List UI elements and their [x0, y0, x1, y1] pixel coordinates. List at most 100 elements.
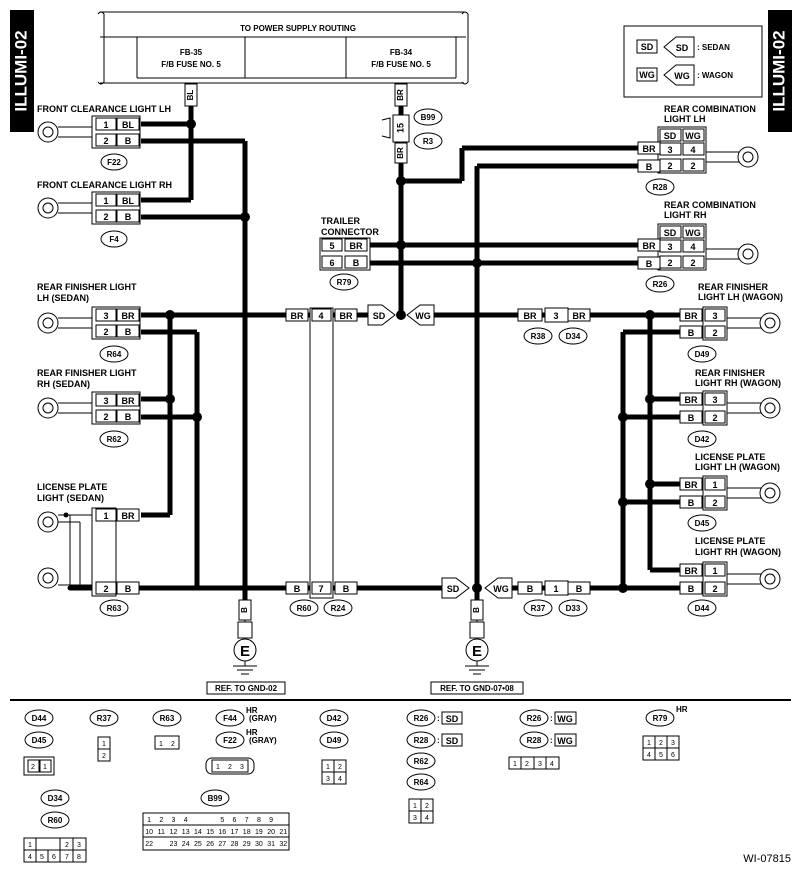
svg-text:B: B — [353, 258, 360, 268]
svg-text:2: 2 — [103, 136, 108, 146]
ground-gnd-07-08: E REF. TO GND-07•08 — [430, 621, 524, 695]
svg-text:2: 2 — [103, 327, 108, 337]
svg-text:B: B — [125, 584, 132, 594]
svg-text:WG: WG — [415, 311, 431, 321]
b99-pin-label: 2 — [159, 817, 163, 824]
svg-text:R28: R28 — [414, 736, 429, 745]
svg-text:D45: D45 — [32, 736, 47, 745]
svg-text:R28: R28 — [527, 736, 542, 745]
b99-pin-label: 1 — [147, 817, 151, 824]
b99-pin-label: 7 — [245, 817, 249, 824]
svg-text:LICENSE PLATE: LICENSE PLATE — [695, 536, 765, 546]
svg-text:WG: WG — [557, 714, 573, 724]
b99-pin-label: 32 — [279, 841, 287, 848]
svg-text:R37: R37 — [531, 604, 546, 613]
svg-text:B: B — [576, 584, 583, 594]
svg-text:B: B — [688, 413, 695, 423]
svg-text:B: B — [688, 498, 695, 508]
svg-text:BR: BR — [685, 395, 698, 405]
svg-text:3: 3 — [240, 764, 244, 771]
svg-text:D42: D42 — [695, 435, 710, 444]
svg-text:1: 1 — [513, 761, 517, 768]
svg-text:F44: F44 — [223, 714, 237, 723]
svg-text:4: 4 — [425, 815, 429, 822]
front-clearance-lh: FRONT CLEARANCE LIGHT LH 1 2 BL B F22 — [37, 104, 171, 171]
svg-text:2: 2 — [103, 212, 108, 222]
svg-text:BR: BR — [396, 147, 405, 159]
svg-text:6: 6 — [671, 752, 675, 759]
svg-text:1: 1 — [553, 584, 558, 594]
svg-text:2: 2 — [690, 258, 695, 268]
svg-text:F22: F22 — [107, 158, 121, 167]
connector-r37: B 1 B R37 D33 — [517, 580, 591, 617]
svg-text:BR: BR — [122, 511, 135, 521]
svg-text:R28: R28 — [653, 183, 668, 192]
svg-text:R64: R64 — [107, 350, 122, 359]
svg-text:E: E — [472, 643, 482, 660]
b99-pin-label: 27 — [218, 841, 226, 848]
svg-text:3: 3 — [413, 815, 417, 822]
side-tab-left: ILLUMI-02 — [10, 10, 34, 132]
svg-text:LH (SEDAN): LH (SEDAN) — [37, 293, 89, 303]
svg-text:4: 4 — [338, 776, 342, 783]
svg-text:REAR COMBINATION: REAR COMBINATION — [664, 104, 756, 114]
svg-text:1: 1 — [413, 803, 417, 810]
svg-text:REF. TO GND-02: REF. TO GND-02 — [215, 684, 278, 693]
svg-text:B: B — [125, 327, 132, 337]
svg-text:BR: BR — [340, 311, 353, 321]
b99-pin-label: 23 — [170, 841, 178, 848]
svg-text:2: 2 — [667, 258, 672, 268]
svg-text:R60: R60 — [48, 816, 63, 825]
svg-text:B: B — [527, 584, 534, 594]
front-clearance-rh: FRONT CLEARANCE LIGHT RH 1 2 BL B F4 — [37, 180, 172, 248]
svg-text:7: 7 — [65, 854, 69, 861]
rear-combination-lh: REAR COMBINATION LIGHT LH SD WG 3 4 2 2 … — [637, 104, 759, 196]
svg-text:1: 1 — [102, 741, 106, 748]
svg-text:3: 3 — [538, 761, 542, 768]
svg-text:2: 2 — [667, 161, 672, 171]
svg-text:8: 8 — [77, 854, 81, 861]
svg-text:BR: BR — [643, 144, 656, 154]
svg-text:5: 5 — [40, 854, 44, 861]
license-plate-sedan: LICENSE PLATE LIGHT (SEDAN) 1 2 BR B R63 — [37, 482, 140, 617]
svg-text:BR: BR — [685, 480, 698, 490]
svg-text:D33: D33 — [566, 604, 581, 613]
b99-pin-label: 31 — [267, 841, 275, 848]
svg-text:D34: D34 — [48, 794, 63, 803]
svg-text:R37: R37 — [97, 714, 112, 723]
svg-text:CONNECTOR: CONNECTOR — [321, 227, 379, 237]
fuse-right-line1: FB-34 — [390, 48, 413, 57]
b99-pin-label: 26 — [206, 841, 214, 848]
svg-text:B99: B99 — [208, 794, 223, 803]
svg-text:5: 5 — [659, 752, 663, 759]
connector-r60: 4 7 BR BR B B R60 R24 — [285, 307, 358, 617]
svg-text:D44: D44 — [32, 714, 47, 723]
svg-text:SD: SD — [373, 311, 386, 321]
svg-text:2: 2 — [338, 764, 342, 771]
svg-text:1: 1 — [647, 740, 651, 747]
svg-text:R62: R62 — [107, 435, 122, 444]
svg-text:1: 1 — [103, 120, 108, 130]
svg-text:BR: BR — [685, 311, 698, 321]
svg-text:LIGHT RH: LIGHT RH — [664, 210, 707, 220]
svg-text:BR: BR — [573, 311, 586, 321]
svg-text:5: 5 — [329, 241, 334, 251]
svg-text:B: B — [125, 136, 132, 146]
svg-text:2: 2 — [228, 764, 232, 771]
svg-text:R79: R79 — [653, 714, 668, 723]
svg-text:B: B — [646, 259, 653, 269]
b99-pin-label: 14 — [194, 829, 202, 836]
svg-text:LIGHT LH (WAGON): LIGHT LH (WAGON) — [698, 292, 783, 302]
svg-text:B: B — [646, 162, 653, 172]
b99-pin-label: 28 — [231, 841, 239, 848]
svg-text:2: 2 — [525, 761, 529, 768]
b99-pin-label: 9 — [269, 817, 273, 824]
b99-pin-label: 29 — [243, 841, 251, 848]
svg-text:REAR FINISHER LIGHT: REAR FINISHER LIGHT — [37, 368, 137, 378]
svg-text:D49: D49 — [327, 736, 342, 745]
svg-text:1: 1 — [712, 480, 717, 490]
b99-pin-label: 6 — [233, 817, 237, 824]
svg-text:WG: WG — [639, 70, 655, 80]
b99-pin-label: 15 — [206, 829, 214, 836]
svg-text:4: 4 — [550, 761, 554, 768]
